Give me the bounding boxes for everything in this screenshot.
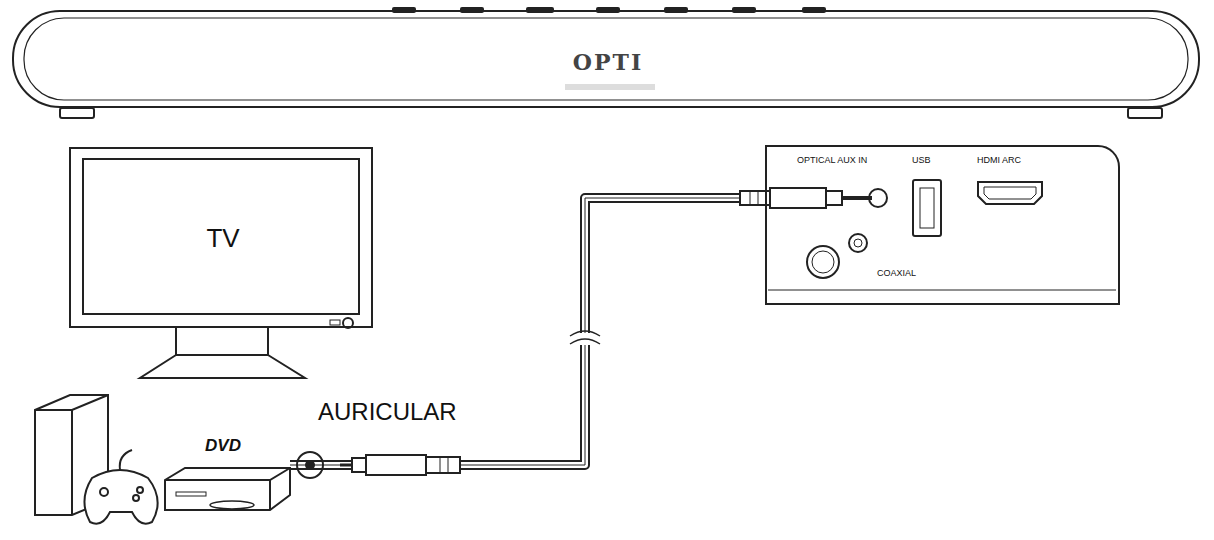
tv-stand-neck xyxy=(176,327,268,355)
audio-cable xyxy=(290,198,765,465)
aux-plug-body xyxy=(770,188,826,208)
soundbar: OPTI xyxy=(12,10,1200,108)
jack-label: AURICULAR xyxy=(318,398,457,426)
gamepad-cable xyxy=(120,450,132,470)
soundbar-back-panel: OPTICAL AUX IN USB HDMI ARC COAXIAL xyxy=(765,145,1120,305)
aux-port xyxy=(869,189,887,207)
tv-frame xyxy=(70,148,372,327)
gamepad xyxy=(84,470,157,524)
dvd-player xyxy=(165,468,290,510)
model-plate xyxy=(565,84,655,90)
port-label: COAXIAL xyxy=(877,269,916,279)
jack-plug-body xyxy=(366,455,426,475)
node-title: TV xyxy=(206,224,239,253)
port-label: USB xyxy=(912,156,931,166)
audio-cable-line xyxy=(290,198,765,465)
audio-cable-core xyxy=(290,198,765,465)
usb-port xyxy=(913,180,941,236)
soundbar-foot xyxy=(1128,108,1162,118)
tv-stand-base xyxy=(140,355,305,378)
soundbar-inner-line xyxy=(24,18,1188,100)
soundbar-foot xyxy=(60,108,94,118)
tv-sensor xyxy=(330,320,340,325)
optical-port xyxy=(807,246,839,278)
coaxial-port xyxy=(849,234,867,252)
jack-plug-tip xyxy=(340,464,352,467)
tv-power-button xyxy=(343,318,353,328)
port-label: HDMI ARC xyxy=(977,156,1021,166)
dvd-disc-tray xyxy=(210,501,254,509)
tv-screen: TV xyxy=(82,158,360,315)
aux-plug-tip xyxy=(842,196,872,200)
dvd-player: DVD xyxy=(165,436,290,510)
node-title: OPTI xyxy=(573,50,643,74)
node-title: DVD xyxy=(205,437,241,456)
headphone-jack xyxy=(297,452,323,478)
port-label: OPTICAL AUX IN xyxy=(797,156,867,166)
hdmi-port xyxy=(978,182,1042,204)
